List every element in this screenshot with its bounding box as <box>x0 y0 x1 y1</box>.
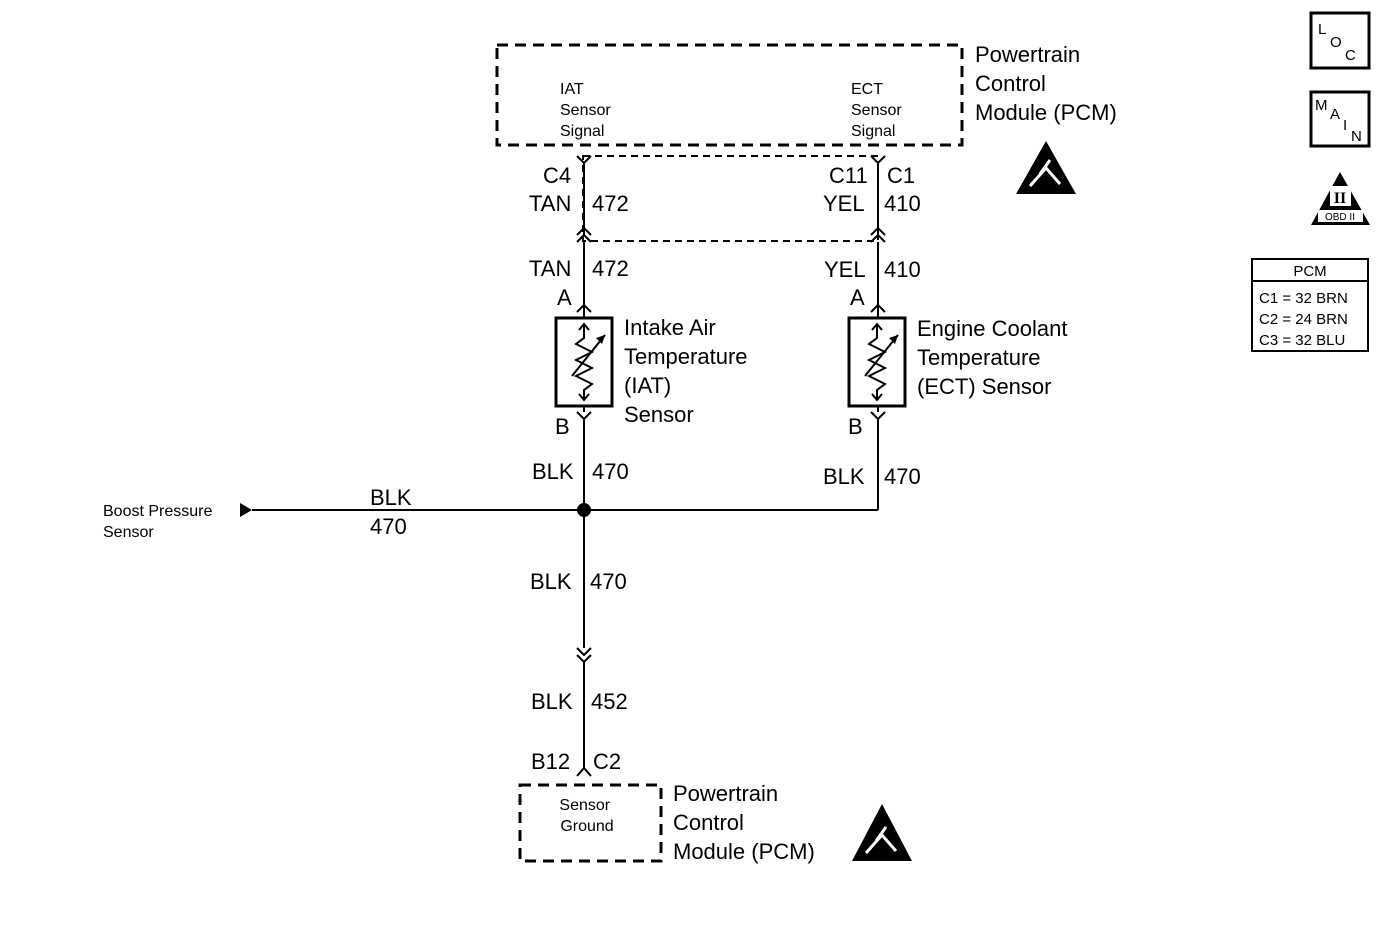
boost-circuit: 470 <box>370 514 407 539</box>
pcm-table-row: C3 = 32 BLU <box>1259 332 1345 349</box>
arrow-right-icon <box>240 503 252 517</box>
iat-circuit-upper: 472 <box>592 191 629 216</box>
ground-upper-circuit: 470 <box>590 569 627 594</box>
iat-wire-color-upper: TAN <box>529 191 571 216</box>
boost-wire-color: BLK <box>370 485 412 510</box>
svg-text:M: M <box>1315 97 1328 114</box>
sensor-ground-label: Sensor Ground <box>559 797 614 835</box>
ground-upper-color: BLK <box>530 569 572 594</box>
ect-wire-color-upper: YEL <box>823 191 865 216</box>
ect-terminal-b: B <box>848 414 863 439</box>
ground-bus <box>240 503 878 517</box>
pcm-bottom-title: Powertrain Control Module (PCM) <box>673 781 815 864</box>
iat-ground-circuit: 470 <box>592 459 629 484</box>
ect-signal-label: ECT Sensor Signal <box>851 81 906 140</box>
svg-text:N: N <box>1351 128 1362 145</box>
ect-circuit-upper: 410 <box>884 191 921 216</box>
pcm-top-dashed-box <box>495 43 964 147</box>
connector-pin-icon <box>870 411 886 421</box>
ect-pcm-connector: C1 <box>887 163 915 188</box>
ect-pcm-pin: C11 <box>829 163 868 188</box>
boost-pressure-sensor-label: Boost Pressure Sensor <box>103 503 217 541</box>
iat-pcm-connector: C4 <box>543 163 571 188</box>
obd-ii-icon: II OBD II <box>1311 172 1370 225</box>
ect-sensor-label: Engine Coolant Temperature (ECT) Sensor <box>917 316 1074 399</box>
svg-text:I: I <box>1343 117 1347 134</box>
connector-pin-icon <box>870 155 886 165</box>
pcm-bottom-dashed-box <box>518 783 663 863</box>
iat-circuit-lower: 472 <box>592 256 629 281</box>
pcm-top-module: IAT Sensor Signal ECT Sensor Signal Powe… <box>495 42 1117 194</box>
ground-run-wire <box>576 510 592 777</box>
ect-ground-circuit: 470 <box>884 464 921 489</box>
ground-pcm-connector: C2 <box>593 749 621 774</box>
svg-text:O: O <box>1330 34 1342 51</box>
ect-wire <box>870 155 886 510</box>
ect-sensor <box>847 316 907 408</box>
pcm-table-header: PCM <box>1293 263 1326 280</box>
iat-ground-color: BLK <box>532 459 574 484</box>
iat-sensor-label: Intake Air Temperature (IAT) Sensor <box>624 315 754 427</box>
connector-pin-icon <box>576 226 592 243</box>
esd-warning-icon <box>852 804 912 861</box>
connector-pin-icon <box>576 766 592 777</box>
ect-wire-color-lower: YEL <box>824 257 866 282</box>
svg-text:OBD II: OBD II <box>1325 212 1355 223</box>
pcm-table-row: C1 = 32 BRN <box>1259 290 1348 307</box>
svg-text:L: L <box>1318 21 1326 38</box>
ect-circuit-lower: 410 <box>884 257 921 282</box>
ground-pcm-pin: B12 <box>531 749 570 774</box>
connector-pin-icon <box>870 303 886 313</box>
connector-pin-icon <box>576 303 592 313</box>
loc-icon: L O C <box>1309 11 1371 70</box>
iat-terminal-b: B <box>555 414 570 439</box>
esd-warning-icon <box>1016 141 1076 194</box>
iat-wire-color-lower: TAN <box>529 256 571 281</box>
ground-lower-color: BLK <box>531 689 573 714</box>
ground-lower-circuit: 452 <box>591 689 628 714</box>
main-icon: M A I N <box>1309 90 1371 148</box>
iat-wire <box>576 155 592 510</box>
connector-pin-icon <box>576 647 592 664</box>
ect-terminal-a: A <box>850 285 865 310</box>
connector-pin-icon <box>576 411 592 421</box>
pcm-connector-table: PCM C1 = 32 BRN C2 = 24 BRN C3 = 32 BLU <box>1251 258 1369 352</box>
iat-terminal-a: A <box>557 285 572 310</box>
pcm-table-row: C2 = 24 BRN <box>1259 311 1348 328</box>
svg-text:II: II <box>1334 190 1346 207</box>
pcm-bottom-module: Sensor Ground Powertrain Control Module … <box>518 781 912 864</box>
iat-sensor <box>554 316 614 408</box>
pcm-top-title: Powertrain Control Module (PCM) <box>975 42 1117 125</box>
thermistor-icon <box>571 322 606 402</box>
ect-ground-color: BLK <box>823 464 865 489</box>
connector-pin-icon <box>870 226 886 243</box>
svg-text:A: A <box>1330 106 1340 123</box>
iat-signal-label: IAT Sensor Signal <box>560 81 615 140</box>
svg-text:C: C <box>1345 47 1356 64</box>
thermistor-icon <box>864 322 899 402</box>
